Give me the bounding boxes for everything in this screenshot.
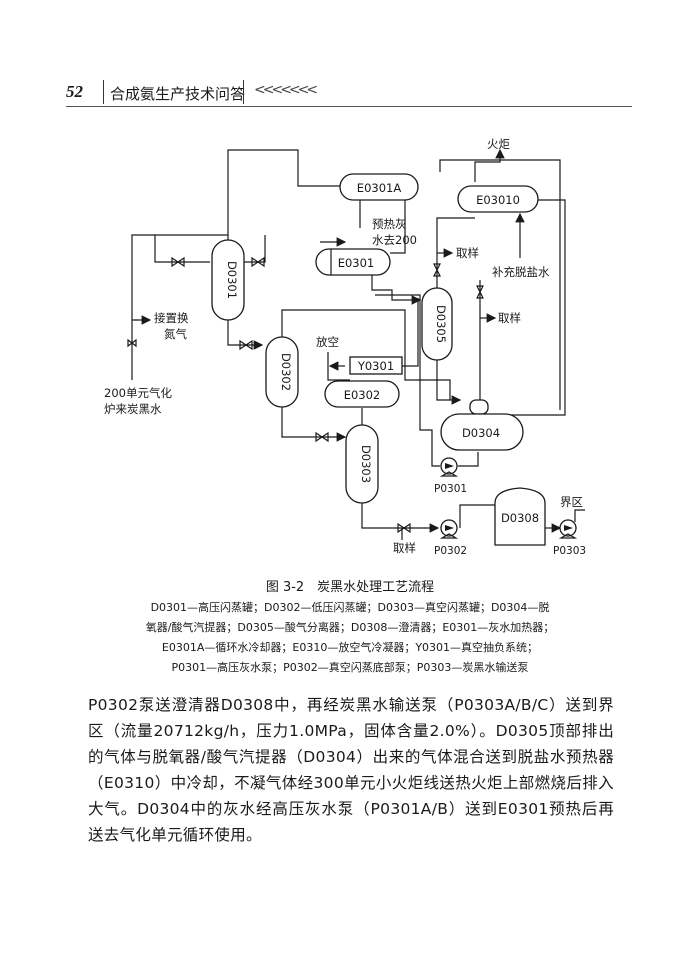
pump-p0302-icon [439,519,459,539]
preheat-label-2: 水去200 [372,233,417,247]
p0301-discharge-pipe [375,294,440,467]
equipment-d0301 [211,239,245,321]
d0302-bottom-pipe [281,402,347,442]
figure-title: 图 3-2 炭黑水处理工艺流程 [265,580,435,595]
pump-p0303-icon [558,519,578,539]
equipment-d0303 [345,424,379,504]
d0301-feed-loop [154,235,210,263]
d0301-overhead-pipe [227,149,345,240]
d0303-label: D0303 [359,445,373,483]
e0301-label: E0301 [338,256,375,270]
d0301-side-loop [240,235,266,263]
process-flow-diagram: E0301A E03010 E0301 D0301 D0305 D0302 Y0… [104,137,586,557]
equipment-e03010 [457,185,539,213]
page-header: 52 合成氨生产技术问答 <<<<<<< [66,80,626,106]
vent-pipe [327,352,350,381]
page-number: 52 [66,82,83,101]
p0302-label: P0302 [434,545,467,557]
d0308-label: D0308 [501,511,539,525]
equipment-d0308 [494,487,546,546]
pump-p0301-icon [439,457,459,477]
e0301a-label: E0301A [357,181,402,195]
d0302-overhead-pipe [281,309,451,400]
figure-legend-line: E0301A—循环水冷却器；E0310—放空气冷凝器；Y0301—真空抽负系统； [161,641,539,654]
valve-icon [127,256,484,534]
d0303-bottom-pipe [361,500,440,533]
d0301-bottom-pipe [227,320,264,350]
feed-pipe [131,234,228,380]
equipment-e0302 [324,380,400,408]
e03010-label: E03010 [476,193,520,207]
equipment-d0302 [265,336,299,408]
source-label-2: 炉来炭黑水 [104,402,162,416]
equipment-y0301 [349,356,403,375]
figure-legend-line: D0301—高压闪蒸罐；D0302—低压闪蒸罐；D0303—真空闪蒸罐；D030… [150,601,550,614]
p0301-label: P0301 [434,483,467,495]
e03010-vent-pipe [439,159,561,410]
e0301-outlet-pipe [371,275,422,305]
vent-label: 放空 [316,335,339,349]
flare-label: 火炬 [487,137,510,151]
d0304-bottom-pipe [458,452,479,467]
figure-legend-line: 氧器/酸气汽提器；D0305—酸气分离器；D0308—澄清器；E0301—灰水加… [145,621,555,634]
header-ornament: <<<<<<< [254,82,318,98]
y0301-label: Y0301 [357,359,394,373]
book-title: 合成氨生产技术问答 [110,85,246,103]
battery-limit-label: 界区 [560,495,583,509]
header-divider [243,80,244,104]
equipment-d0304-dome [469,399,489,415]
p0303-label: P0303 [553,545,586,557]
makeup-water-label: 补充脱盐水 [492,265,550,279]
sample-label-1: 取样 [456,246,479,260]
p0302-discharge-pipe [459,504,495,528]
equipment-e0301 [315,248,391,276]
header-divider [103,80,104,104]
preheat-label-1: 预热灰 [372,217,407,231]
e03010-return-pipe [493,199,566,416]
d0305-overhead-pipe [436,217,475,292]
body-paragraph: P0302泵送澄清器D0308中，再经炭黑水输送泵（P0303A/B/C）送到界… [88,696,614,844]
figure-legend-line: P0301—高压灰水泵；P0302—真空闪蒸底部泵；P0303—炭黑水输送泵 [171,661,529,674]
y0301-line [400,298,419,367]
equipment-d0305 [421,287,453,361]
body-text: P0302泵送澄清器D0308中，再经炭黑水输送泵（P0303A/B/C）送到界… [88,692,614,848]
equipment-d0304 [440,413,524,451]
header-rule [66,106,632,107]
nitrogen-label-2: 氮气 [164,327,187,341]
d0305-label: D0305 [434,305,448,343]
d0302-label: D0302 [279,353,293,391]
nitrogen-label-1: 接置换 [154,311,189,325]
d0305-bottom-pipe [436,355,462,405]
d0304-label: D0304 [462,426,500,440]
source-label-1: 200单元气化 [104,386,172,400]
sample-label-3: 取样 [393,541,416,555]
d0301-label: D0301 [225,261,239,299]
e0302-label: E0302 [344,388,381,402]
flare-pipe [474,148,505,182]
e0301-return-pipe [390,180,406,254]
sample-label-2: 取样 [498,311,521,325]
p0303-discharge-pipe [574,509,585,522]
equipment-e0301a [339,173,419,201]
